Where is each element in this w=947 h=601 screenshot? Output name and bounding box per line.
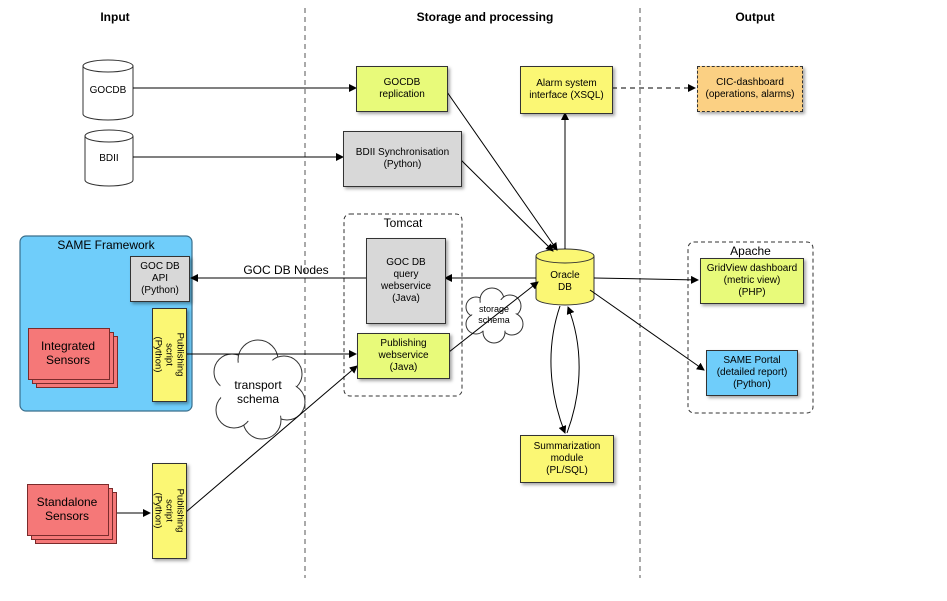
cic-dashboard-label: CIC-dashboard (operations, alarms) — [705, 77, 795, 100]
publishing-script-framework-label: Publishing script (Python) — [152, 332, 185, 376]
publishing-script-standalone-text: Publishing script (Python) — [152, 463, 185, 557]
goc-db-api-box: GOC DB API (Python) — [130, 256, 190, 302]
publishing-script-standalone-box — [152, 463, 187, 559]
oracle-db-label: Oracle DB — [550, 270, 580, 293]
gocdb-database-icon — [82, 59, 134, 121]
arrow-oracle-to-gridview — [593, 275, 699, 284]
same-portal-box: SAME Portal (detailed report) (Python) — [706, 350, 798, 396]
gridview-dashboard-label: GridView dashboard (metric view) (PHP) — [706, 263, 798, 298]
integrated-sensors-stack: Integrated Sensors — [28, 328, 120, 388]
storage-schema-label: storage schema — [478, 304, 510, 325]
standalone-sensors-stack: Standalone Sensors — [27, 484, 119, 544]
oracle-database-icon — [535, 248, 595, 306]
bdii-database-icon — [84, 129, 134, 187]
apache-title: Apache — [730, 244, 771, 258]
publishing-webservice-box: Publishing webservice (Java) — [357, 333, 450, 379]
arrow-replication-to-oracle — [446, 91, 558, 251]
column-title-storage: Storage and processing — [416, 10, 554, 24]
goc-db-nodes-label: GOC DB Nodes — [243, 263, 329, 277]
column-title-output: Output — [735, 10, 775, 24]
gridview-dashboard-box: GridView dashboard (metric view) (PHP) — [700, 258, 804, 304]
same-framework-title: SAME Framework — [57, 238, 155, 252]
arrow-sync-to-oracle — [460, 159, 554, 252]
transport-schema-cloud — [213, 339, 306, 440]
goc-db-query-webservice-box: GOC DB query webservice (Java) — [366, 238, 446, 324]
arrow-oracle-to-same-portal — [589, 289, 705, 371]
standalone-sensors-label: Standalone Sensors — [36, 495, 98, 523]
arrow-oracle-to-summarization — [550, 305, 567, 434]
arrow-standalone-script-to-publishing-ws — [185, 365, 358, 513]
summarization-module-label: Summarization module (PL/SQL) — [533, 441, 601, 476]
tomcat-title: Tomcat — [383, 216, 423, 230]
alarm-interface-label: Alarm system interface (XSQL) — [529, 78, 604, 101]
transport-schema-label: transport schema — [234, 378, 282, 406]
gocdb-replication-label: GOCDB replication — [379, 77, 425, 100]
column-title-input: Input — [100, 10, 130, 24]
bdii-sync-box: BDII Synchronisation (Python) — [343, 131, 462, 187]
integrated-sensors-label: Integrated Sensors — [40, 339, 96, 367]
summarization-module-box: Summarization module (PL/SQL) — [520, 435, 614, 483]
publishing-script-framework-box — [152, 308, 187, 402]
same-portal-label: SAME Portal (detailed report) (Python) — [716, 355, 788, 390]
bdii-label: BDII — [99, 153, 119, 164]
publishing-webservice-label: Publishing webservice (Java) — [378, 338, 429, 373]
publishing-script-framework-text: Publishing script (Python) — [152, 308, 185, 400]
goc-db-api-label: GOC DB API (Python) — [140, 261, 180, 296]
gocdb-replication-box: GOCDB replication — [356, 66, 448, 112]
bdii-sync-label: BDII Synchronisation (Python) — [355, 147, 450, 170]
gocdb-label: GOCDB — [89, 85, 127, 96]
arrow-publishing-ws-to-oracle — [448, 281, 539, 353]
publishing-script-standalone-label: Publishing script (Python) — [152, 488, 185, 532]
cic-dashboard-box: CIC-dashboard (operations, alarms) — [697, 66, 803, 112]
arrow-summarization-to-oracle — [566, 306, 580, 434]
goc-db-query-webservice-label: GOC DB query webservice (Java) — [380, 257, 432, 304]
alarm-interface-box: Alarm system interface (XSQL) — [520, 66, 613, 114]
